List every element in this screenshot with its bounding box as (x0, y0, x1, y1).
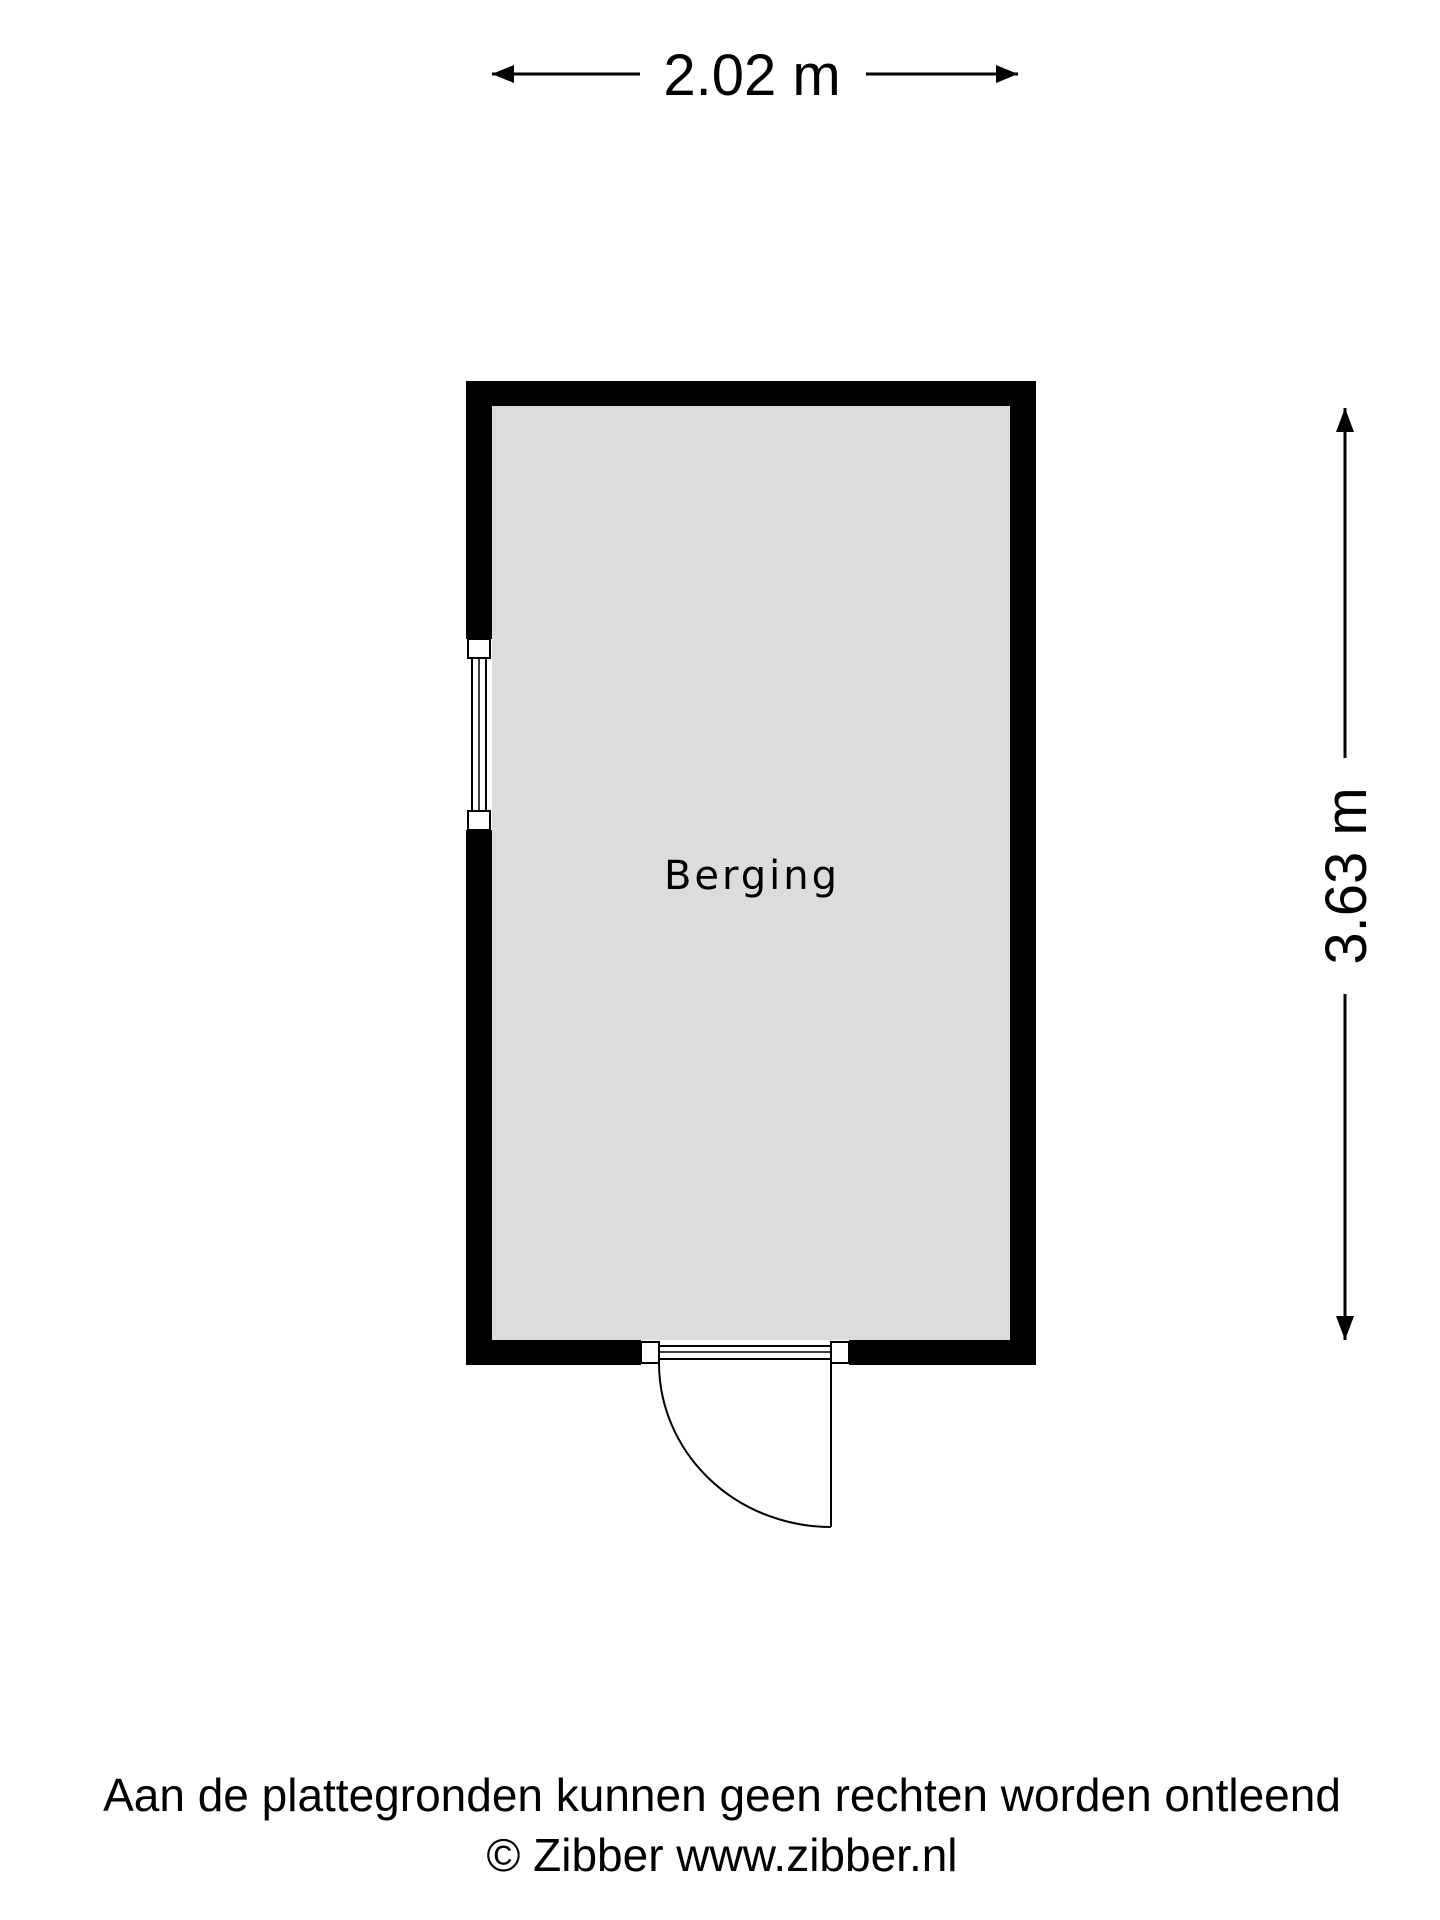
window-left (466, 638, 492, 831)
height-dimension: 3.63 m (1314, 408, 1379, 1340)
height-label: 3.63 m (1314, 787, 1379, 964)
footer-copyright: © Zibber www.zibber.nl (486, 1829, 957, 1881)
footer-disclaimer: Aan de plattegronden kunnen geen rechten… (103, 1769, 1341, 1821)
room-floor (492, 406, 1010, 1340)
width-arrow-left (492, 65, 514, 83)
door-swing-arc (658, 1362, 832, 1528)
width-dimension: 2.02 m (492, 43, 1018, 108)
room-berging: Berging (466, 381, 1036, 1528)
height-arrow-bottom (1336, 1316, 1354, 1340)
door-bottom (640, 1340, 850, 1528)
height-arrow-top (1336, 408, 1354, 432)
footer: Aan de plattegronden kunnen geen rechten… (103, 1769, 1341, 1881)
room-label: Berging (664, 853, 840, 899)
width-arrow-right (996, 65, 1018, 83)
width-label: 2.02 m (663, 43, 840, 108)
